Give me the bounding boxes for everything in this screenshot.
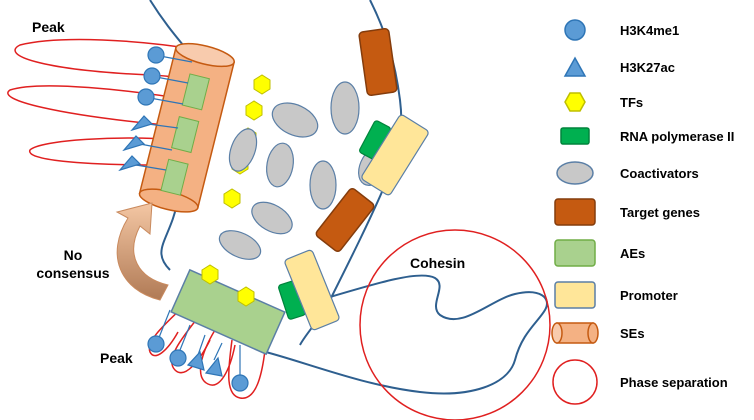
h3k27ac-marks-bottom: [186, 334, 223, 377]
promoter-legend-label: Promoter: [620, 288, 678, 303]
aes-legend-label: AEs: [620, 246, 645, 261]
h3k4me1-legend-label: H3K4me1: [620, 23, 679, 38]
promoter-legend-icon: [554, 281, 596, 309]
h3k4me1-marks-bottom: [147, 309, 249, 392]
promoters: [284, 114, 429, 331]
no-consensus-label-line2: consensus: [36, 265, 109, 281]
aes-legend-icon: [554, 239, 596, 267]
tfs-legend-label: TFs: [620, 95, 643, 110]
target_genes-legend-label: Target genes: [620, 205, 700, 220]
coactivators-legend-icon: [556, 161, 594, 185]
target-genes: [315, 27, 398, 253]
ses-legend-label: SEs: [620, 326, 645, 341]
tfs-bottom: [201, 264, 255, 307]
h3k27ac-legend-label: H3K27ac: [620, 60, 675, 75]
phase_sep-legend-label: Phase separation: [620, 375, 728, 390]
no-consensus-label-line1: No: [64, 247, 83, 263]
ses-legend-icon: [551, 322, 599, 344]
h3k4me1-marks-top: [137, 46, 193, 106]
rna_pol-legend-label: RNA polymerase II: [620, 129, 734, 144]
rna-polymerase-ii: [278, 120, 391, 320]
rna_pol-legend-icon: [560, 127, 590, 145]
super-enhancer-cylinder: [138, 42, 236, 213]
h3k27ac-marks-top: [118, 115, 179, 172]
peak-outlines-top: [7, 38, 201, 166]
tfs-legend-icon: [564, 92, 586, 112]
active-enhancer-box: [170, 268, 286, 356]
peak-label-top: Peak: [32, 19, 65, 35]
coactivators-legend-label: Coactivators: [620, 166, 699, 181]
no-consensus-arrow: [115, 202, 169, 301]
target_genes-legend-icon: [554, 198, 596, 226]
peak-label-bottom: Peak: [100, 350, 133, 366]
phase_sep-legend-icon: [552, 359, 598, 405]
h3k27ac-legend-icon: [563, 56, 587, 77]
cohesin-label: Cohesin: [410, 255, 465, 271]
cohesin-circle: [359, 229, 551, 420]
h3k4me1-legend-icon: [564, 19, 586, 41]
